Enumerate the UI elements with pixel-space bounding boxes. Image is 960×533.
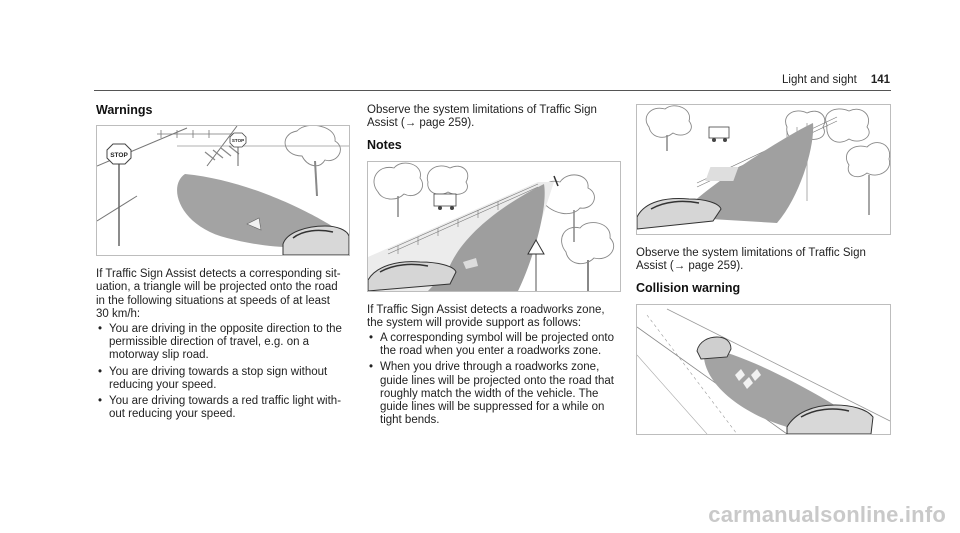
stop-sign-right-label: STOP: [232, 138, 244, 143]
list-item: You are driving towards a red traffic li…: [96, 395, 352, 421]
running-header: Light and sight 141: [782, 74, 890, 86]
column-collision: Observe the system limitations of Traffi…: [636, 104, 892, 435]
stop-sign-left-label: STOP: [110, 152, 128, 159]
figure-warnings: STOP STOP: [96, 125, 350, 257]
figure-roadworks-guide-lines: [636, 104, 891, 235]
observe-note-1: Observe the system limitations of Traffi…: [367, 104, 597, 130]
warnings-intro: If Traffic Sign Assist detects a corresp…: [96, 268, 341, 320]
page-reference-link[interactable]: Assist (→ page 259).: [636, 260, 744, 273]
illustration-guide-lines: [637, 105, 890, 230]
illustration-collision-warning: [637, 308, 890, 434]
observe-note-2: Observe the system limitations of Traffi…: [636, 247, 866, 273]
warnings-list: You are driving in the opposite directio…: [96, 323, 352, 421]
notes-list: A corresponding symbol will be projected…: [367, 332, 623, 427]
header-rule: [94, 90, 891, 91]
illustration-stop-sign-warning: STOP STOP: [97, 126, 349, 256]
list-item: You are driving towards a stop sign with…: [96, 366, 352, 392]
list-item: You are driving in the opposite directio…: [96, 323, 352, 363]
list-item: When you drive through a roadworks zone,…: [367, 361, 623, 427]
column-warnings: Warnings: [96, 103, 352, 424]
heading-notes: Notes: [367, 138, 402, 153]
page-reference-link[interactable]: Assist (→ page 259).: [367, 117, 475, 130]
column-notes: Observe the system limitations of Traffi…: [367, 104, 623, 430]
watermark: carmanualsonline.info: [708, 502, 946, 527]
figure-collision-warning: [636, 303, 891, 435]
illustration-roadworks-zone: [368, 162, 615, 291]
figure-notes: [367, 160, 621, 292]
notes-intro: If Traffic Sign Assist detects a roadwor…: [367, 303, 605, 329]
page-number: 141: [870, 74, 890, 86]
heading-collision-warning: Collision warning: [636, 281, 741, 296]
list-item: A corresponding symbol will be projected…: [367, 332, 623, 358]
heading-warnings: Warnings: [96, 103, 153, 117]
section-title: Light and sight: [782, 74, 857, 86]
